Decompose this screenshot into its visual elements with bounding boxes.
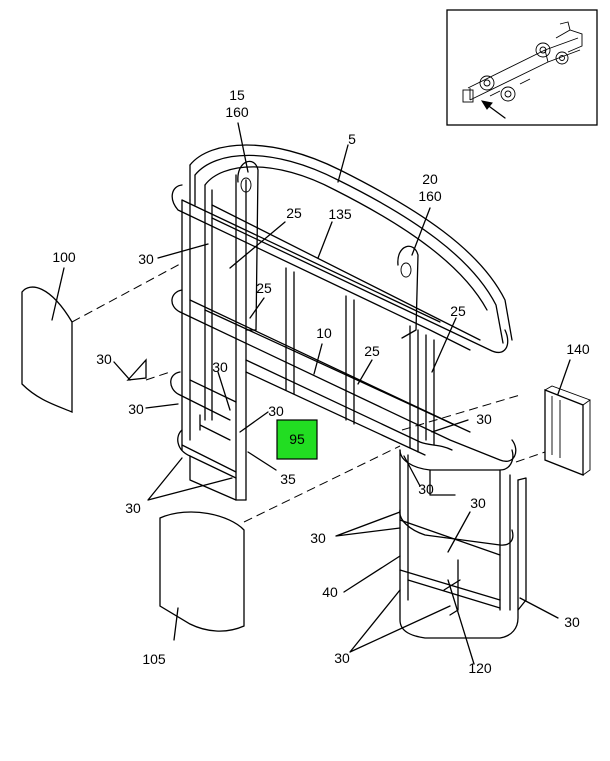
callout-25-center: 25 <box>364 343 380 359</box>
callout-15: 15 <box>229 87 245 103</box>
callout-95: 95 <box>289 431 305 447</box>
left-panel-100 <box>21 286 73 413</box>
callout-labels: 15 160 5 20 160 25 135 30 100 25 25 10 2… <box>52 87 590 676</box>
callout-120: 120 <box>468 660 492 676</box>
callout-135: 135 <box>328 206 352 222</box>
callout-30-mid: 30 <box>268 403 284 419</box>
right-channel-140 <box>544 385 591 476</box>
callout-30-right-left: 30 <box>310 530 326 546</box>
callout-140: 140 <box>566 341 590 357</box>
callout-160-right: 160 <box>418 188 442 204</box>
bottom-panel-105 <box>159 511 245 632</box>
small-bracket-30 <box>126 358 147 381</box>
highlight-95: 95 <box>276 419 318 460</box>
locator-inset <box>446 9 598 126</box>
callout-30-left-inner: 30 <box>212 359 228 375</box>
callout-30-left-bottom: 30 <box>125 500 141 516</box>
callout-30-bottom: 30 <box>334 650 350 666</box>
callout-25-top: 25 <box>286 205 302 221</box>
callout-5: 5 <box>348 131 356 147</box>
explode-lines <box>71 263 546 523</box>
callout-35: 35 <box>280 471 296 487</box>
callout-160-left: 160 <box>225 104 249 120</box>
callout-25-left-mid: 25 <box>256 280 272 296</box>
callout-30-left-side: 30 <box>128 401 144 417</box>
callout-30-bracket: 30 <box>96 351 112 367</box>
callout-10: 10 <box>316 325 332 341</box>
callout-30-right-upper: 30 <box>470 495 486 511</box>
guard-frame <box>170 144 527 639</box>
callout-30-right-mid: 30 <box>476 411 492 427</box>
callout-40: 40 <box>322 584 338 600</box>
callout-30-bottom-right: 30 <box>564 614 580 630</box>
callout-105: 105 <box>142 651 166 667</box>
leader-lines <box>51 122 571 665</box>
callout-100: 100 <box>52 249 76 265</box>
callout-30-upper-left: 30 <box>138 251 154 267</box>
callout-30-right-box: 30 <box>418 481 434 497</box>
callout-25-right: 25 <box>450 303 466 319</box>
callout-20: 20 <box>422 171 438 187</box>
